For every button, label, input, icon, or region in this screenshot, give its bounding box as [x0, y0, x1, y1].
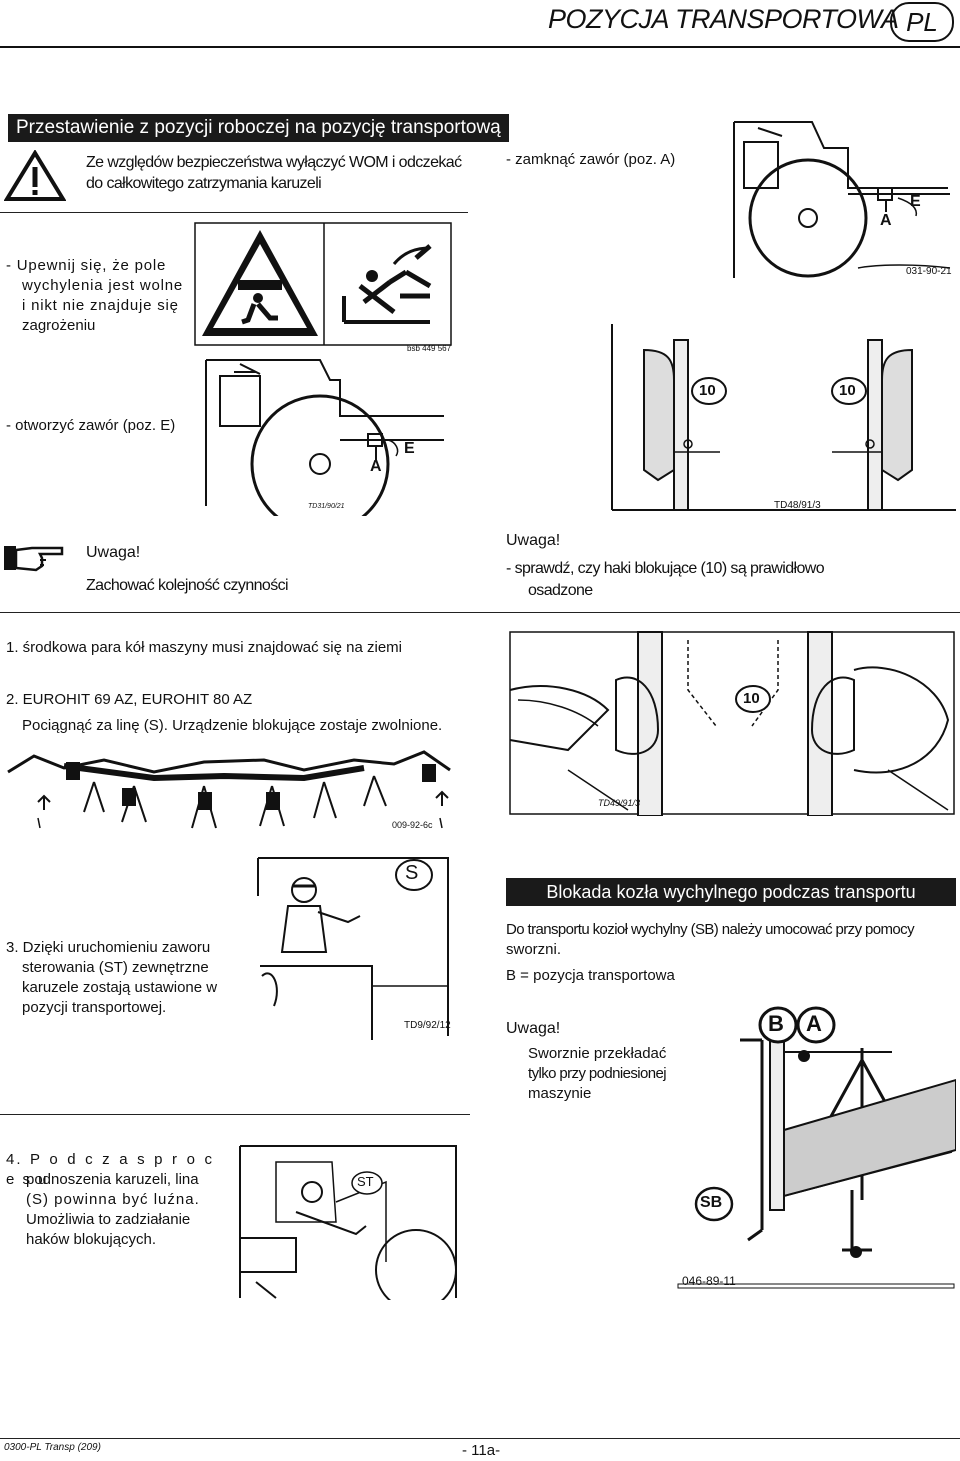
hook-detail-figure — [509, 631, 955, 816]
language-badge: PL — [890, 2, 954, 42]
right-note-line-1: - sprawdź, czy haki blokujące (10) są pr… — [506, 560, 825, 577]
fig-hooks-code: TD48/91/3 — [774, 500, 821, 511]
transport-title-bar: Blokada kozła wychylnego podczas transpo… — [506, 878, 956, 906]
label-E-open: E — [404, 440, 415, 457]
label-SB-circle — [694, 1186, 734, 1222]
tractor-valve-figure-open — [205, 359, 444, 516]
fig-sb-code: 046-89-11 — [682, 1274, 736, 1288]
transport-note-line-2: tylko przy podniesionej — [528, 1065, 667, 1082]
step-close-valve: - zamknąć zawór (poz. A) — [506, 151, 676, 168]
rake-figure — [7, 750, 451, 829]
transport-note-label: Uwaga! — [506, 1020, 561, 1037]
label-B: B — [768, 1011, 784, 1036]
transport-b-position: B = pozycja transportowa — [506, 967, 675, 984]
danger-pictogram-figure — [194, 222, 452, 346]
label-A-close: A — [880, 212, 892, 229]
step-3-line-1: 3. Dzięki uruchomieniu zaworu — [6, 939, 211, 956]
fig-detail-code: TD49/91/3 — [598, 798, 641, 808]
divider — [0, 212, 468, 213]
warning-line-2: do całkowitego zatrzymania karuzeli — [86, 175, 322, 192]
header-rule — [0, 46, 960, 48]
label-10-circle-1 — [691, 377, 727, 405]
fig-s-code: TD9/92/12 — [404, 1020, 451, 1031]
label-10-circle-2 — [831, 377, 867, 405]
step-4-line-1: 4. P o d c z a s p r o c e s u — [6, 1151, 214, 1188]
divider — [0, 612, 960, 613]
warning-icon — [4, 150, 66, 201]
label-S-circle — [395, 859, 433, 891]
label-SB: SB — [700, 1194, 723, 1211]
footer-rule — [0, 1438, 960, 1439]
label-A-trestle: A — [806, 1011, 822, 1036]
step-2-line-2: Pociągnąć za linę (S). Urządzenie blokuj… — [22, 717, 443, 734]
fig-close-code: 031-90-21 — [906, 266, 952, 277]
warning-line-1: Ze względów bezpieczeństwa wyłączyć WOM … — [86, 154, 462, 171]
step-1: 1. środkowa para kół maszyny musi znajdo… — [6, 639, 402, 656]
danger-figure-code: bsb 449 567 — [407, 344, 452, 353]
footer-doc-code: 0300-PL Transp (209) — [4, 1442, 101, 1453]
divider — [0, 1114, 470, 1115]
label-ST-circle — [351, 1171, 383, 1195]
step-open-valve: - otworzyć zawór (poz. E) — [6, 417, 176, 434]
blocking-hooks-figure — [611, 324, 956, 511]
fig-rake-code: 009-92-6c — [392, 820, 433, 830]
right-note-line-2: osadzone — [528, 582, 593, 599]
transport-text-line-1: Do transportu kozioł wychylny (SB) należ… — [506, 921, 915, 938]
label-10-circle-3 — [735, 685, 771, 713]
transport-text-line-2: sworzni. — [506, 941, 562, 958]
note-text: Zachować kolejność czynności — [86, 577, 289, 594]
hand-pointer-icon — [4, 546, 64, 572]
step-3-line-3: karuzele zostają ustawione w — [22, 979, 218, 996]
label-10-c: 10 — [743, 690, 760, 707]
transport-note-line-1: Sworznie przekładać — [528, 1045, 667, 1062]
label-ST: ST — [357, 1174, 374, 1189]
label-10-a: 10 — [699, 382, 716, 399]
fig-open-code: TD31/90/21 — [308, 503, 345, 510]
note-label: Uwaga! — [86, 544, 141, 561]
label-BA-circles — [758, 1006, 836, 1044]
step-3-line-4: pozycji transportowej. — [22, 999, 167, 1016]
step-2-line-1: 2. EUROHIT 69 AZ, EUROHIT 80 AZ — [6, 691, 253, 708]
section-title-bar: Przestawienie z pozycji roboczej na pozy… — [8, 114, 509, 142]
transport-note-line-3: maszynie — [528, 1085, 592, 1102]
step-3-line-2: sterowania (ST) zewnętrzne — [22, 959, 209, 976]
tractor-st-figure — [239, 1145, 457, 1300]
step-4-line-3: (S) powinna być luźna. — [26, 1191, 200, 1208]
footer-page-number: - 11a- — [462, 1442, 501, 1459]
label-A-open: A — [370, 458, 382, 475]
step-ensure-2: wychylenia jest wolne — [22, 277, 184, 294]
step-4-line-2: podnoszenia karuzeli, lina — [26, 1171, 199, 1188]
label-10-b: 10 — [839, 382, 856, 399]
cab-rope-figure — [257, 857, 449, 1040]
tractor-valve-figure-close — [733, 121, 951, 278]
page-title: POZYCJA TRANSPORTOWA — [548, 4, 899, 34]
step-4-line-5: haków blokujących. — [26, 1231, 157, 1248]
swing-trestle-figure — [677, 1038, 956, 1289]
label-E-close: E — [910, 193, 921, 210]
step-ensure-3: i nikt nie znajduje się — [22, 297, 179, 314]
label-S: S — [405, 862, 419, 884]
step-ensure-4: zagrożeniu — [22, 317, 96, 334]
step-4-line-4: Umożliwia to zadziałanie — [26, 1211, 191, 1228]
right-note-label: Uwaga! — [506, 532, 561, 549]
step-ensure-1: - Upewnij się, że pole — [6, 257, 167, 274]
